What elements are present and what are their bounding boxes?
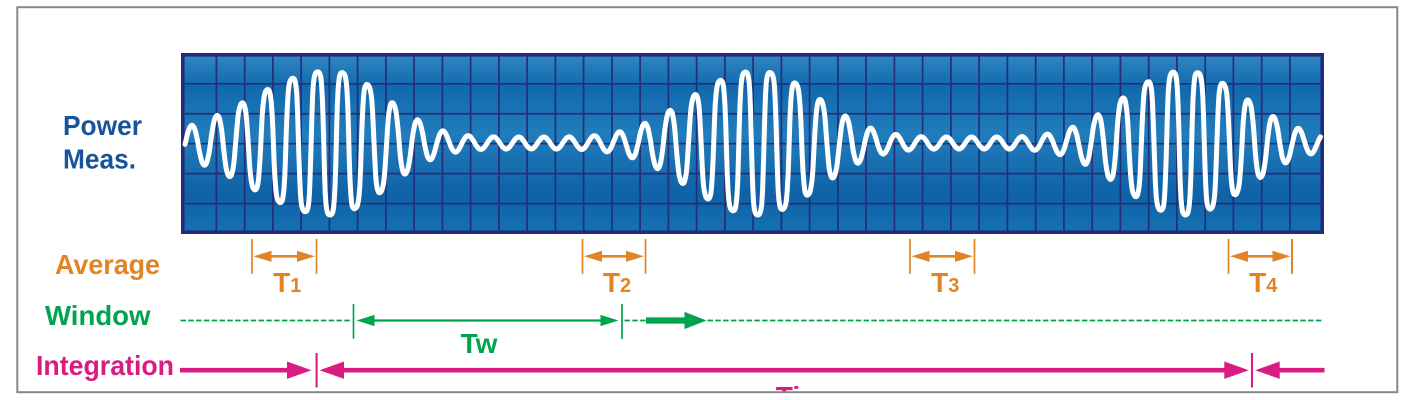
svg-text:Window: Window — [45, 300, 151, 331]
svg-text:Power: Power — [63, 110, 142, 141]
svg-text:Average: Average — [55, 249, 160, 280]
svg-text:Tw: Tw — [461, 328, 498, 359]
svg-text:Meas.: Meas. — [63, 144, 136, 175]
svg-text:Integration: Integration — [36, 350, 174, 381]
